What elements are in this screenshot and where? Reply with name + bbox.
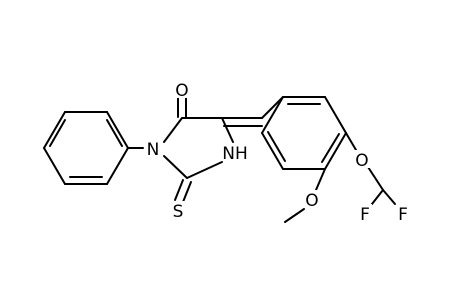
carbonyl-double-bond [177,95,187,118]
atom-nh: NH [218,143,252,164]
phenyl-ring [43,111,129,185]
svg-text:O: O [305,191,318,211]
atom-n3: N [144,139,162,160]
atom-o-carbonyl: O [174,80,190,101]
svg-text:NH: NH [222,144,248,164]
svg-text:O: O [355,151,368,171]
svg-text:S: S [173,202,184,222]
atom-s: S [170,201,186,222]
exocyclic-double-bond [221,117,263,127]
difluoromethoxy-group [345,132,396,205]
svg-text:O: O [175,81,188,101]
svg-text:F: F [360,205,370,225]
svg-text:F: F [398,205,408,225]
atom-o-ether: O [354,150,370,171]
bond-methine-aryl [261,96,284,119]
methoxyphenyl-ring [261,96,347,170]
atom-o-methoxy: O [304,190,320,211]
methoxy-group [284,168,326,223]
thione-double-bond [174,179,192,203]
atom-f-right: F [396,204,410,225]
svg-text:N: N [147,140,160,160]
imidazolidinone-ring [163,117,234,179]
atom-f-left: F [358,204,372,225]
